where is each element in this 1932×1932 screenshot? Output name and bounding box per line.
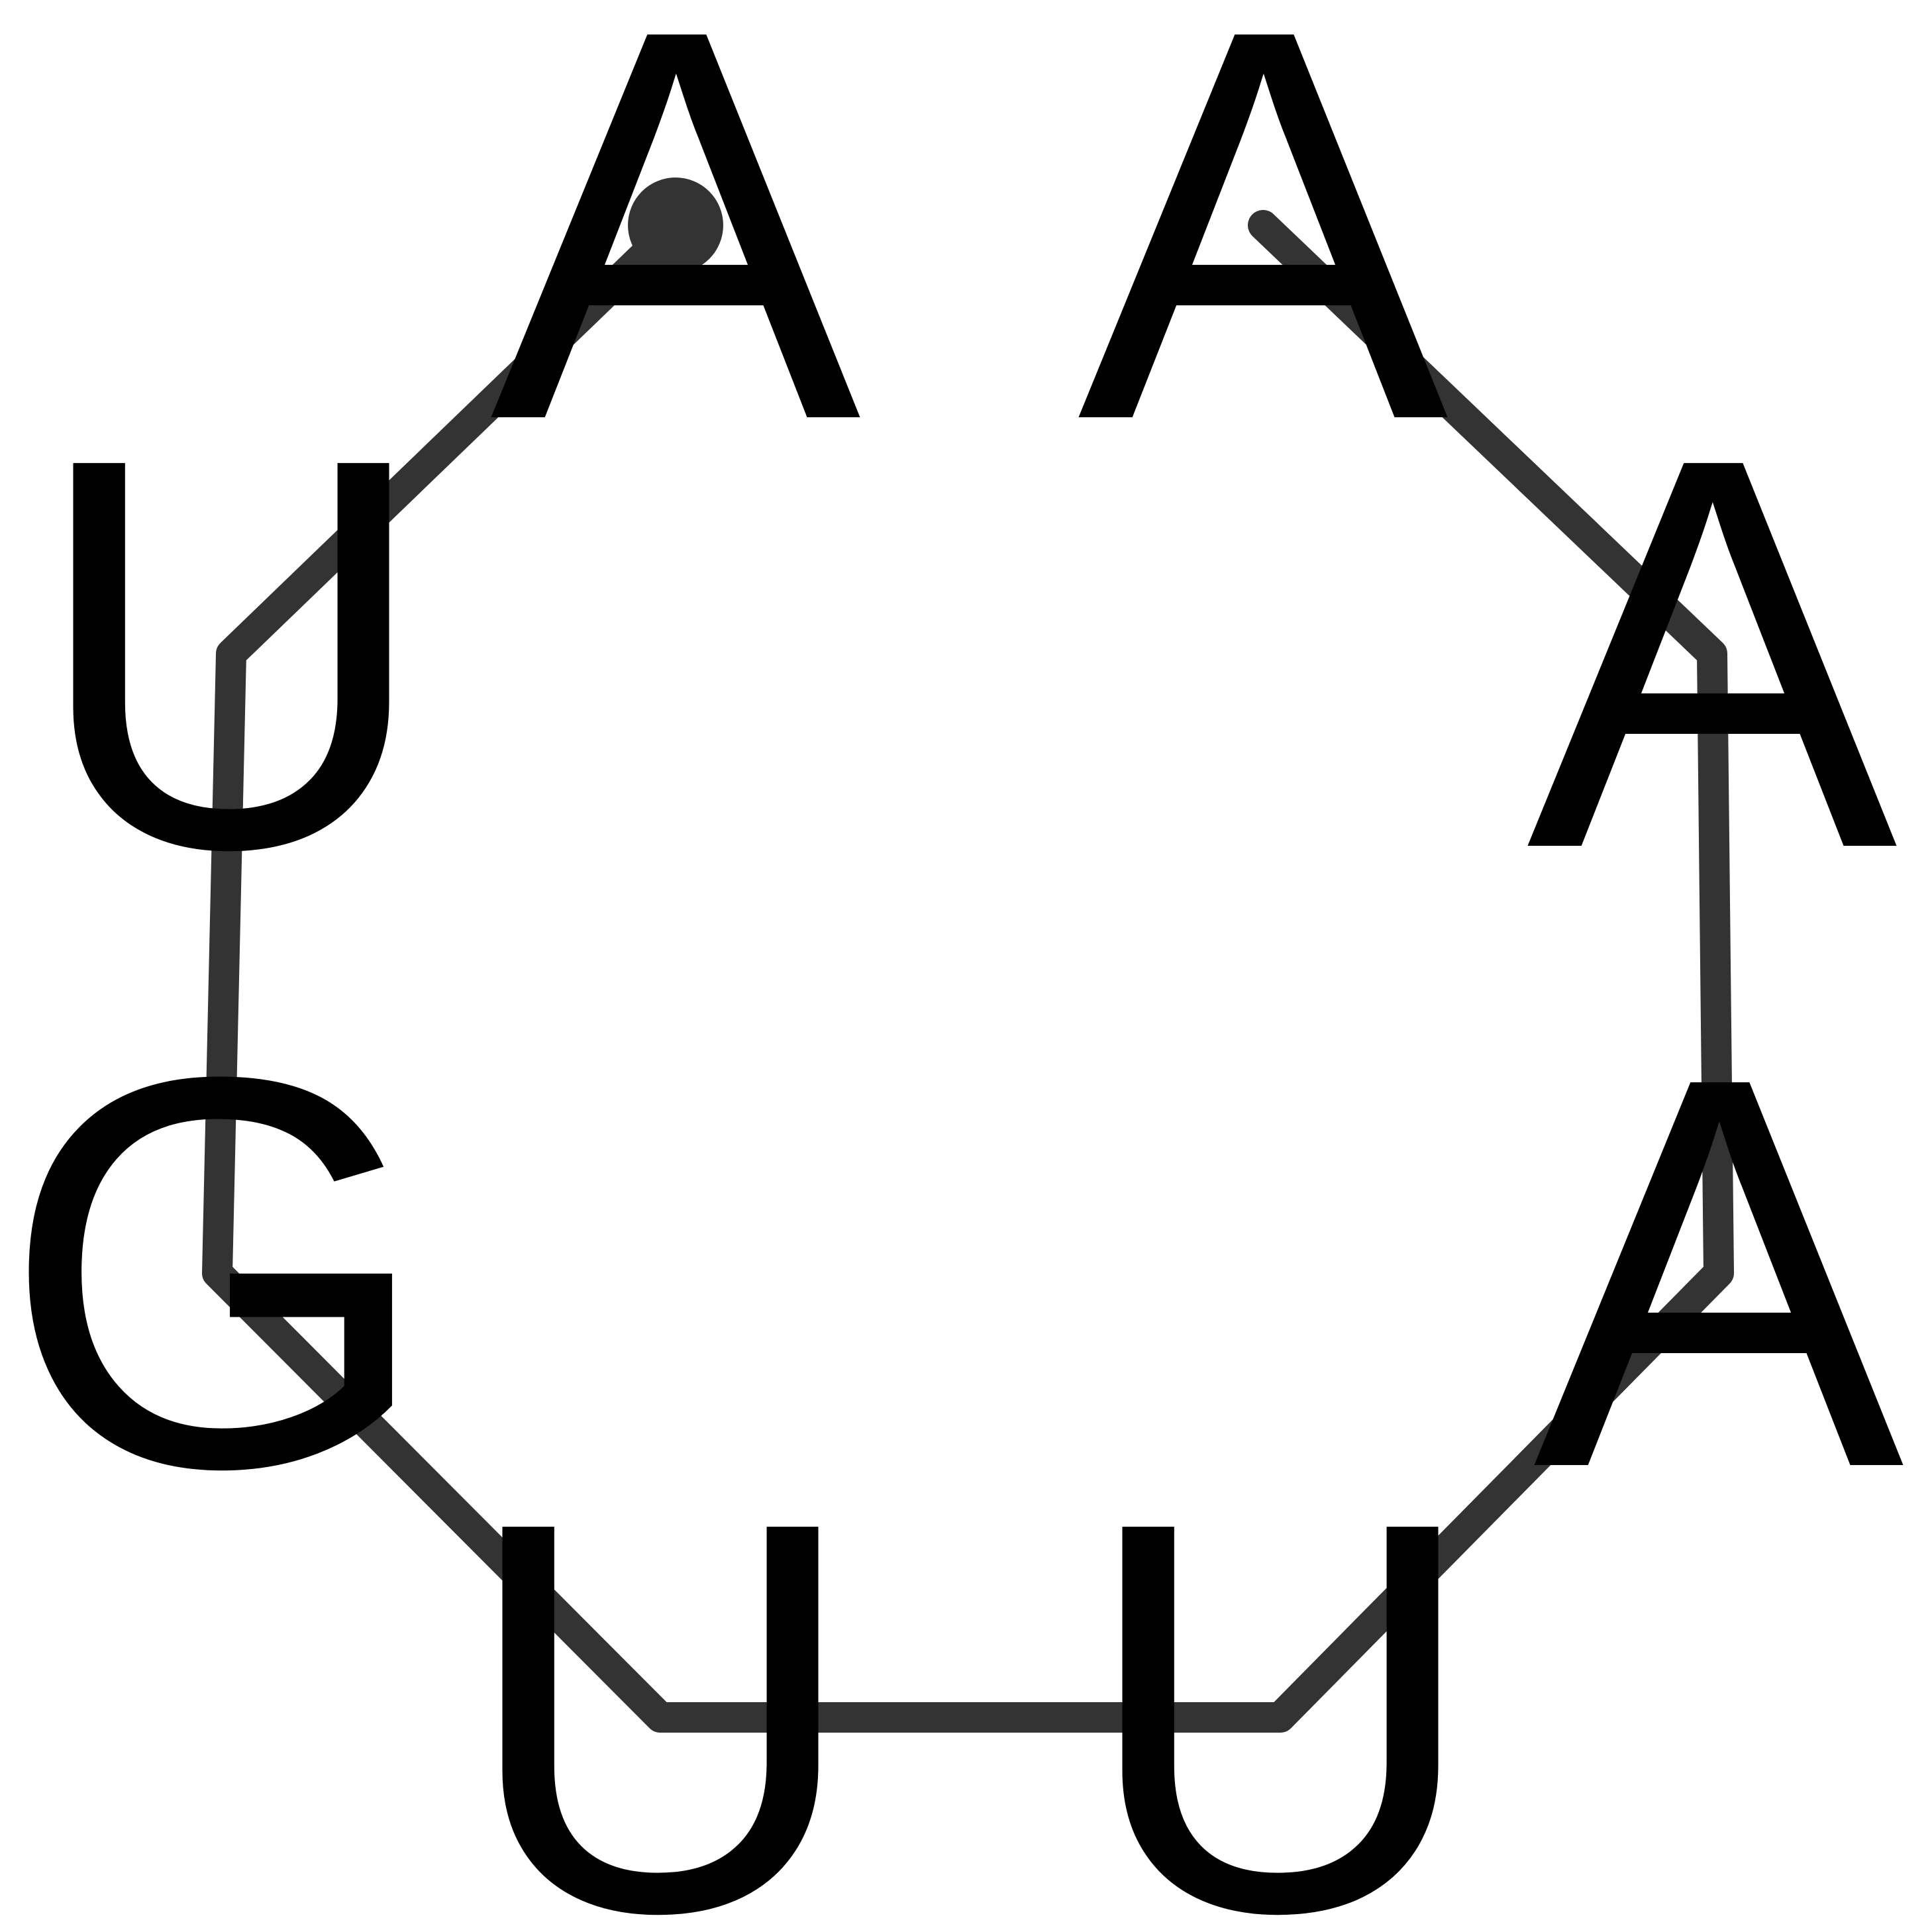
nucleotide-3: A xyxy=(1527,343,1900,964)
nucleotide-2: A xyxy=(1078,0,1451,536)
nucleotide-6: U xyxy=(460,1407,862,1932)
nucleotide-7: G xyxy=(1,962,433,1584)
nucleotide-5: U xyxy=(1080,1407,1482,1932)
nucleotide-8: U xyxy=(30,343,432,964)
nucleotide-4: A xyxy=(1533,962,1907,1584)
five-prime-end-dot xyxy=(628,178,723,273)
backbone-layer xyxy=(202,178,1734,1733)
backbone-line xyxy=(202,210,1734,1733)
nucleotide-1: A xyxy=(490,0,864,536)
